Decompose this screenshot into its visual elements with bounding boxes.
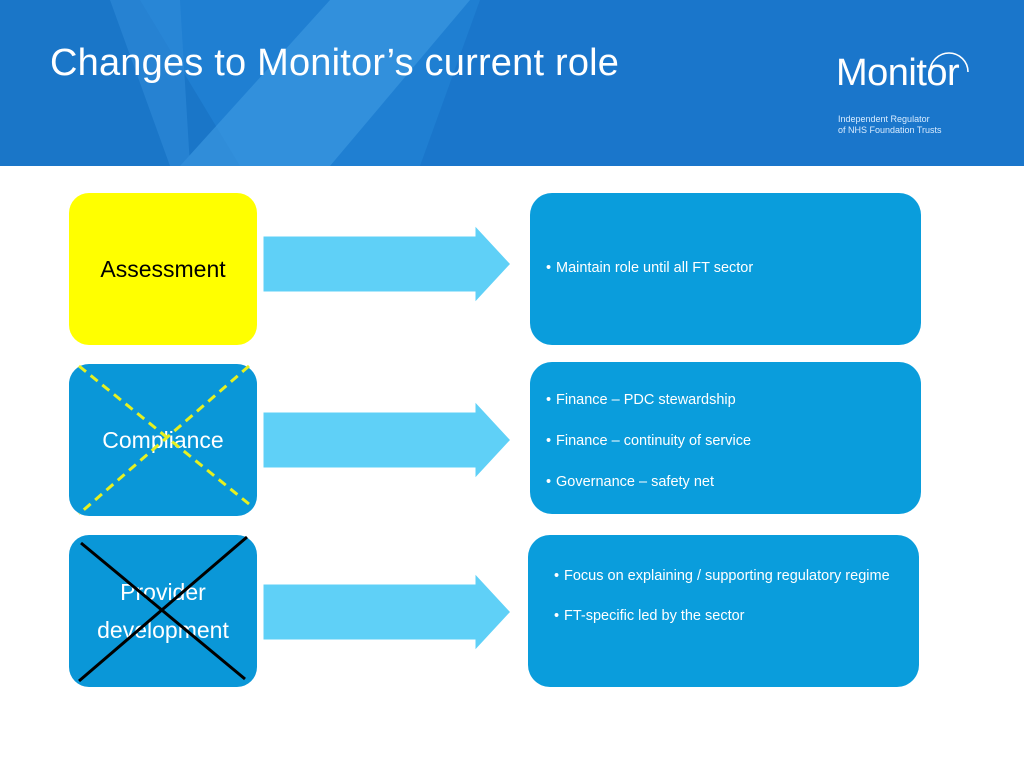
provider-development-detail-box: Focus on explaining / supporting regulat…: [528, 535, 919, 687]
logo-wordmark: Monitor: [836, 52, 960, 94]
provider-label-line-2: development: [97, 617, 229, 643]
provider-development-box: Provider development: [69, 535, 257, 687]
bullet-item: Finance – PDC stewardship: [546, 390, 906, 410]
logo-tagline-line-1: Independent Regulator: [838, 114, 930, 124]
header-background-shapes: [0, 0, 1024, 166]
bullet-item: Finance – continuity of service: [546, 431, 906, 451]
assessment-box: Assessment: [69, 193, 257, 345]
bullet-item: FT-specific led by the sector: [554, 606, 902, 626]
assessment-label: Assessment: [100, 256, 226, 282]
compliance-box: Compliance: [69, 364, 257, 516]
right-arrow-icon: [262, 223, 512, 305]
cross-out-icon: [78, 535, 248, 683]
assessment-bullet-list: Maintain role until all FT sector: [546, 258, 906, 278]
right-arrow-icon: [262, 571, 512, 653]
bullet-item: Maintain role until all FT sector: [546, 258, 906, 278]
compliance-bullet-list: Finance – PDC stewardship Finance – cont…: [546, 390, 906, 513]
logo-tagline-line-2: of NHS Foundation Trusts: [838, 125, 942, 135]
provider-development-bullet-list: Focus on explaining / supporting regulat…: [554, 566, 902, 646]
monitor-logo-arc-icon: [929, 52, 969, 73]
page-title: Changes to Monitor’s current role: [50, 42, 620, 84]
bullet-item: Focus on explaining / supporting regulat…: [554, 566, 902, 586]
header-banner: Changes to Monitor’s current role Monito…: [0, 0, 1024, 166]
monitor-logo: Monitor Independent Regulator of NHS Fou…: [836, 38, 1006, 148]
cross-out-icon: [78, 364, 250, 516]
compliance-detail-box: Finance – PDC stewardship Finance – cont…: [530, 362, 921, 514]
right-arrow-icon: [262, 399, 512, 481]
bullet-item: Governance – safety net: [546, 472, 906, 492]
assessment-detail-box: Maintain role until all FT sector: [530, 193, 921, 345]
logo-tagline: Independent Regulator of NHS Foundation …: [838, 114, 942, 136]
